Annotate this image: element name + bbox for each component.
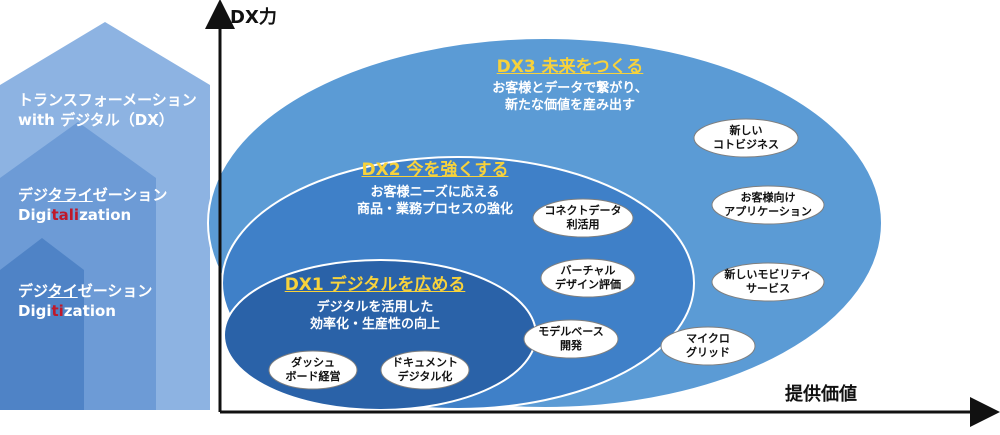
stage-dx-label: トランスフォーメーション with デジタル（DX）: [18, 91, 197, 129]
stage-digitization-label: デジタイゼーション Digitization: [18, 282, 153, 320]
pill-koto: [693, 118, 799, 158]
pill-model: [523, 319, 619, 359]
pill-virtual: [540, 258, 636, 298]
initiative-document: ドキュメントデジタル化: [392, 356, 458, 383]
dx2-title: DX2 今を強くする: [361, 160, 509, 180]
initiative-mobility: 新しいモビリティサービス: [724, 268, 812, 295]
pill-connect: [532, 198, 634, 238]
dx1-title: DX1 デジタルを広める: [284, 275, 466, 295]
initiative-app: お客様向けアプリケーション: [724, 191, 812, 218]
pill-dashboard: [268, 350, 358, 390]
initiative-grid: マイクログリッド: [686, 332, 730, 359]
initiative-model: モデルベース開発: [538, 325, 604, 352]
stage-digitalization-label: デジタライゼーション Digitalization: [18, 186, 168, 224]
initiative-connect: コネクトデータ利活用: [544, 204, 622, 231]
dx2-desc: お客様ニーズに応える 商品・業務プロセスの強化: [356, 185, 513, 217]
initiative-dashboard: ダッシュボード経営: [285, 356, 341, 383]
arrow-digitization: [0, 238, 84, 410]
dx3-title: DX3 未来をつくる: [496, 57, 644, 77]
y-axis-label: DX力: [230, 7, 277, 28]
x-axis-label: 提供価値: [785, 384, 857, 405]
dx1-desc: デジタルを活用した 効率化・生産性の向上: [309, 300, 440, 332]
initiative-koto: 新しいコトビジネス: [713, 124, 779, 151]
pill-mobility: [711, 262, 825, 302]
pill-document: [380, 350, 470, 390]
pill-app: [711, 185, 825, 225]
pill-grid: [660, 326, 756, 366]
dx3-desc: お客様とデータで繋がり、 新たな価値を産み出す: [492, 81, 648, 113]
initiative-virtual: バーチャルデザイン評価: [555, 264, 621, 291]
